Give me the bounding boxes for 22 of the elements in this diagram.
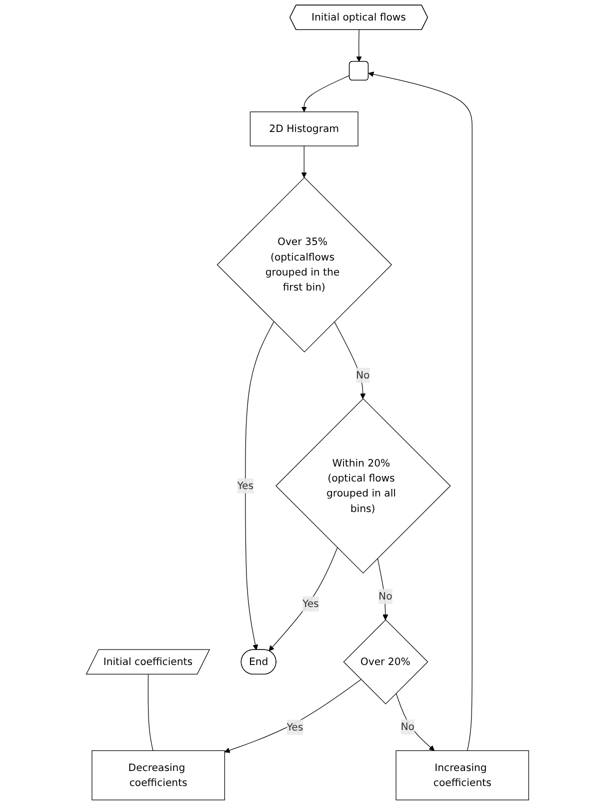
node-diamond: Over 20% (343, 619, 428, 704)
edge-label: Yes (237, 480, 254, 492)
arrow (301, 146, 307, 178)
node-box: Decreasing coefficients (92, 750, 225, 800)
edge-label: Yes (302, 598, 319, 610)
edge-label: No (356, 368, 370, 381)
arrow (245, 321, 274, 650)
arrow (334, 321, 366, 399)
arrow (268, 547, 338, 652)
edge-label: Yes (286, 720, 304, 733)
node-diamond: Over 35% (opticalflows grouped in the first bin) (216, 177, 392, 352)
edge-label: No (378, 590, 392, 602)
connector (148, 674, 154, 751)
node-box: Increasing coefficients (396, 750, 530, 800)
arrow (356, 30, 362, 62)
arrow (396, 692, 435, 751)
edge-label: No (400, 720, 414, 733)
node-diamond: Within 20% (optical flows grouped in all bins) (276, 398, 451, 574)
arrow (368, 72, 472, 751)
arrow (301, 75, 350, 112)
arrow (224, 679, 362, 753)
node-box: 2D Histogram (250, 112, 358, 146)
